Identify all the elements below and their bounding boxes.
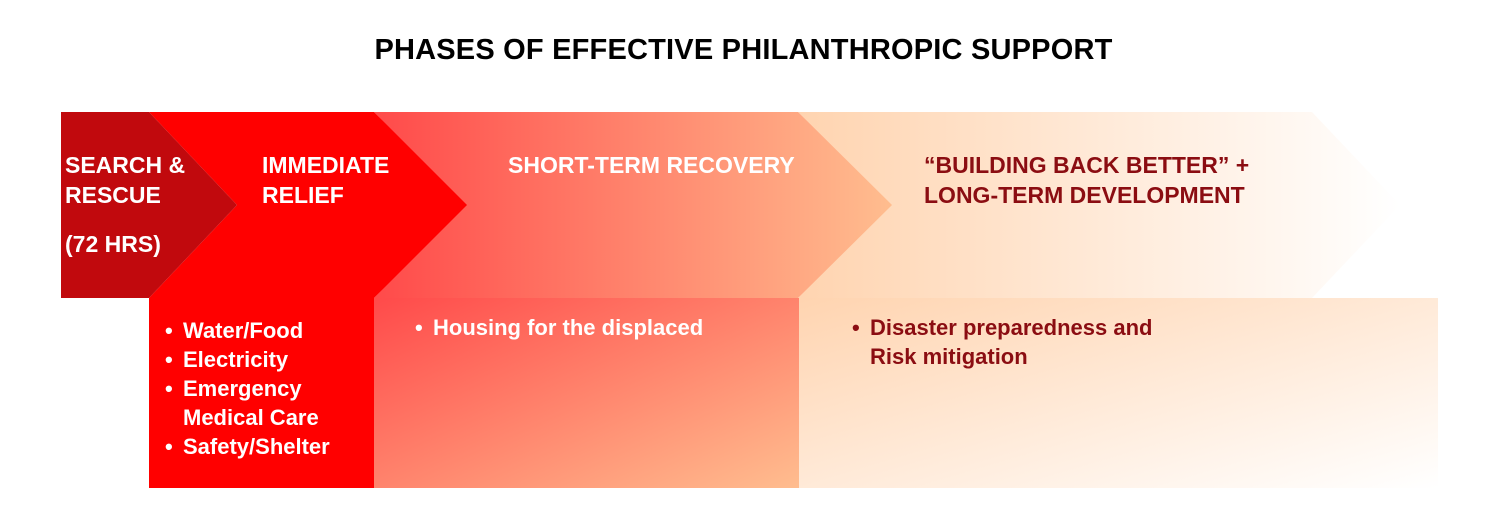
immediate-relief-label: IMMEDIATE RELIEF — [262, 150, 389, 211]
list-item: Emergency — [165, 374, 330, 403]
list-item: Disaster preparedness and — [852, 313, 1152, 342]
list-item-continuation: Medical Care — [183, 405, 319, 431]
short-term-arrow — [374, 112, 892, 298]
immediate-relief-label-line: IMMEDIATE — [262, 152, 390, 178]
long-term-label-line: “BUILDING BACK BETTER” + — [924, 152, 1250, 178]
page-title: PHASES OF EFFECTIVE PHILANTHROPIC SUPPOR… — [374, 34, 1113, 66]
list-item: Housing for the displaced — [415, 313, 703, 342]
short-term-items: Housing for the displaced — [415, 313, 703, 342]
immediate-relief-arrow — [149, 112, 467, 298]
long-term-arrow — [798, 112, 1400, 298]
short-term-label: SHORT-TERM RECOVERY — [508, 152, 795, 178]
search-rescue-duration: (72 HRS) — [65, 230, 161, 257]
immediate-relief-items: Water/Food Electricity Emergency Medical… — [165, 316, 330, 461]
long-term-label: “BUILDING BACK BETTER” + LONG-TERM DEVEL… — [924, 150, 1249, 211]
search-rescue-label-line: RESCUE — [65, 182, 161, 209]
list-item-continuation: Risk mitigation — [870, 344, 1028, 370]
search-rescue-label-line: SEARCH & — [65, 152, 186, 178]
search-rescue-label: SEARCH & RESCUE (72 HRS) — [65, 150, 185, 259]
long-term-label-line: LONG-TERM DEVELOPMENT — [924, 182, 1245, 209]
list-item: Water/Food — [165, 316, 330, 345]
list-item: Electricity — [165, 345, 330, 374]
long-term-items: Disaster preparedness and Risk mitigatio… — [852, 313, 1152, 371]
search-rescue-block — [61, 112, 237, 298]
list-item: Safety/Shelter — [165, 432, 330, 461]
immediate-relief-label-line: RELIEF — [262, 182, 344, 209]
